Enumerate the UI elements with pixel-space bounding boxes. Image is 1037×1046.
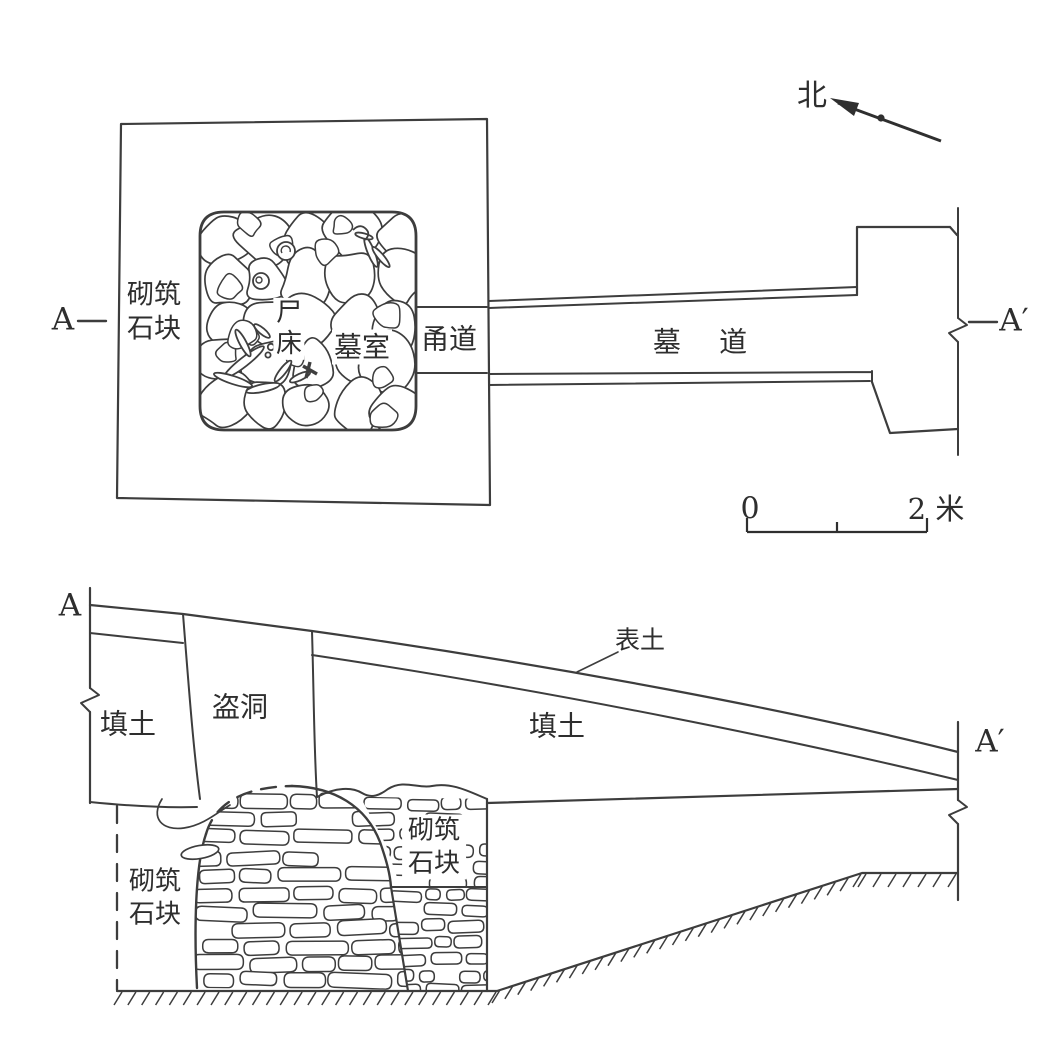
section-masonry-left-label: 砌筑石块 <box>128 866 182 930</box>
plan-burial-pit-outline <box>115 117 492 507</box>
skeletal-remains <box>213 225 391 395</box>
plan-chamber-outline <box>198 210 418 432</box>
right-masonry-top-boundary <box>316 783 488 800</box>
north-label: 北 <box>797 78 827 114</box>
mound-dashed-top <box>204 784 294 836</box>
plan-corridor-label: 甬道 <box>420 322 478 356</box>
plan-masonry-label: 砌筑石块 <box>127 279 181 344</box>
section-fill-right-label: 填土 <box>528 709 586 743</box>
mound-right-base-slant <box>389 885 410 993</box>
protruding-slab <box>180 843 220 861</box>
plan-ramp-walls <box>488 286 873 386</box>
plan-break-symbol <box>948 317 968 343</box>
section-marker-a: A <box>58 587 82 624</box>
plan-ramp-label: 墓 道 <box>652 325 748 359</box>
section-ground-surface <box>88 603 960 754</box>
topsoil-leader-line <box>576 651 619 673</box>
section-topsoil-label: 表土 <box>614 625 666 655</box>
section-masonry-right-label: 砌筑石块 <box>402 814 466 880</box>
section-topsoil-base <box>89 632 959 781</box>
chamber-stone-fill <box>200 212 416 430</box>
plan-marker-a: A <box>51 301 75 338</box>
section-break-symbol-left <box>80 687 100 713</box>
ramp-floor-line <box>485 787 960 805</box>
scale-start-label: 0 <box>740 491 760 527</box>
plan-corridor-walls <box>415 306 488 374</box>
scale-end-label: 2 米 <box>907 491 965 526</box>
plan-ramp-end-flare <box>855 225 960 435</box>
robber-pit-right-edge <box>311 630 318 798</box>
section-marker-a-prime: A′ <box>975 723 1005 760</box>
section-break-symbol-right <box>948 799 968 825</box>
north-arrow <box>830 98 942 143</box>
plan-marker-a-prime: A′ <box>999 302 1029 339</box>
scale-bar <box>745 518 929 534</box>
section-fill-left-label: 填土 <box>99 707 157 741</box>
plan-corpse-bed-label: 尸床 <box>273 297 305 361</box>
section-robber-pit-label: 盗洞 <box>211 690 269 724</box>
robber-pit-left-edge <box>182 613 201 800</box>
undisturbed-ground-line <box>115 871 960 993</box>
ground-hatching <box>113 873 957 1006</box>
section-fill-base-left <box>89 801 198 809</box>
mound-right-edge <box>290 784 393 889</box>
plan-chamber-label: 墓室 <box>331 329 393 365</box>
